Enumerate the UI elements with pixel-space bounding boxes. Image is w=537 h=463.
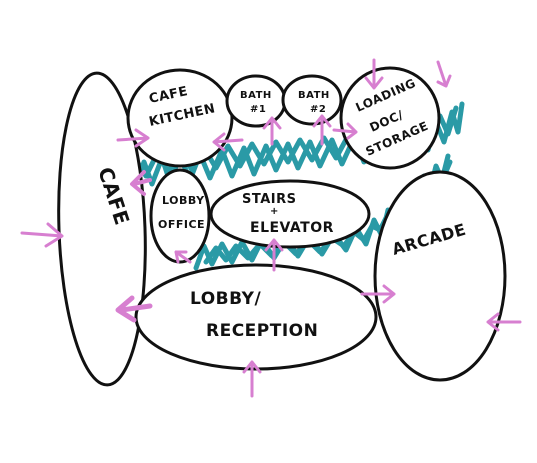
bath2-label-1: BATH <box>298 90 330 101</box>
arrow-cafe-kitchen-in <box>116 128 150 148</box>
lobby-office-label-1: LOBBY <box>162 194 205 207</box>
lobby-reception-bubble <box>134 263 378 371</box>
bath2-bubble <box>281 74 343 126</box>
arrow-loading-left <box>332 122 358 140</box>
room-labels: CAFE CAFE KITCHEN BATH #1 BATH #2 LOADIN… <box>93 76 468 341</box>
arrow-arcade-right <box>486 312 522 332</box>
stairs-plus-label: + <box>270 206 279 217</box>
arcade-bubble <box>373 170 507 382</box>
arrow-cafe-top <box>130 170 152 196</box>
arrow-reception-to-cafe <box>115 295 153 323</box>
arrow-arcade-left <box>360 284 396 304</box>
arrow-bath1 <box>262 116 282 146</box>
access-arrows <box>20 58 522 398</box>
cafe-kitchen-bubble <box>126 68 234 168</box>
stairs-label: STAIRS <box>242 192 297 207</box>
bath1-bubble <box>225 74 287 128</box>
bath1-label-2: #1 <box>250 104 266 115</box>
arrow-bath2 <box>312 114 332 146</box>
arrow-loading-top-right <box>436 60 452 88</box>
lobby-office-bubble <box>149 168 211 264</box>
arrow-loading-top <box>364 58 384 90</box>
loading-bubble <box>339 66 441 170</box>
stairs-elevator-bubble <box>209 179 371 249</box>
arrow-stairs <box>264 238 284 272</box>
elevator-label: ELEVATOR <box>250 220 334 236</box>
lobby-reception-label-1: LOBBY/ <box>190 289 261 309</box>
arrow-lobby-office <box>174 250 192 264</box>
arrow-cafe-kitchen-out <box>212 132 244 152</box>
bath1-label-1: BATH <box>240 90 272 101</box>
arrow-cafe-left <box>20 222 64 248</box>
arrow-reception-bottom <box>242 360 262 398</box>
bath2-label-2: #2 <box>310 104 326 115</box>
room-outlines <box>57 66 507 387</box>
lobby-reception-label-2: RECEPTION <box>206 321 318 341</box>
lobby-office-label-2: OFFICE <box>158 218 205 231</box>
